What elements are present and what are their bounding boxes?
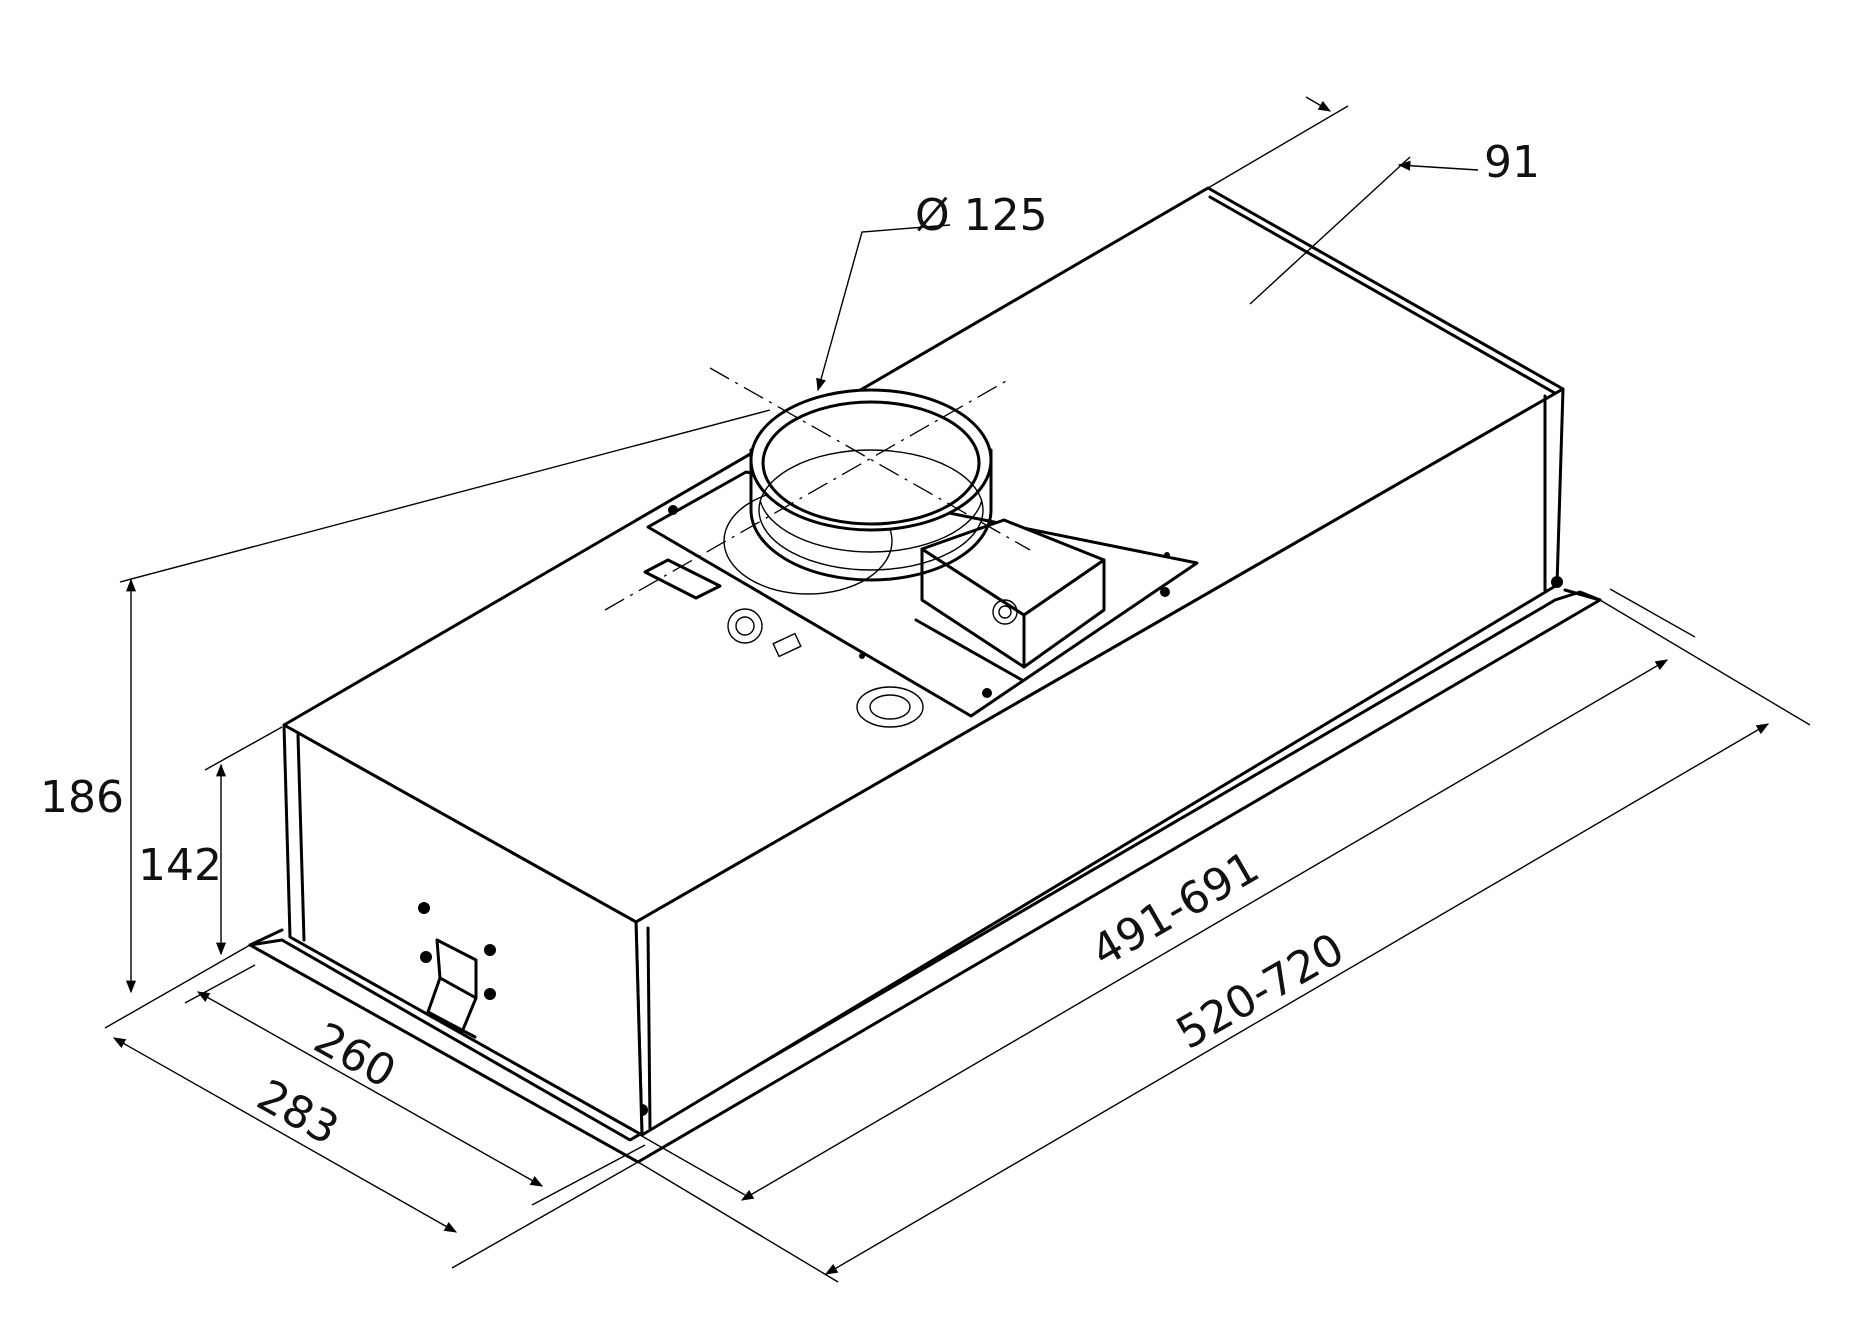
dim-total-height: 186 <box>40 772 124 823</box>
dim-body-height: 142 <box>138 840 222 891</box>
dim-top-offset: 91 <box>1484 137 1540 188</box>
indicator-light-icon <box>418 902 430 914</box>
electrical-box <box>914 518 1106 682</box>
cable-gland-icon <box>992 599 1018 625</box>
screw-icon <box>1551 576 1563 588</box>
dim-inner-depth: 260 <box>306 1013 404 1098</box>
connector-icon <box>727 608 763 644</box>
dim-duct-diameter: Ø 125 <box>915 190 1048 241</box>
indicator-light-icon <box>484 988 496 1000</box>
dim-outer-width: 520-720 <box>1168 923 1353 1059</box>
indicator-light-icon <box>484 944 496 956</box>
indicator-light-icon <box>420 951 432 963</box>
dimension-lines <box>104 96 1811 1283</box>
